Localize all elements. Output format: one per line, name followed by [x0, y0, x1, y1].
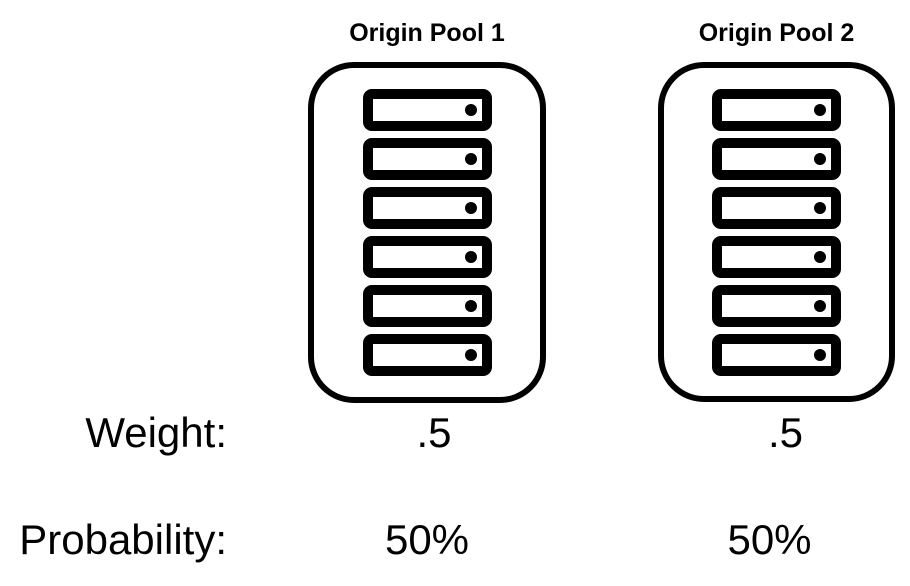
probability-value-pool-2: 50% [727, 516, 812, 563]
server-icon [362, 138, 492, 180]
server-led-dot-icon [814, 250, 826, 263]
origin-pool-1-box [308, 62, 546, 403]
server-led-dot-icon [814, 103, 826, 116]
server-led-dot-icon [814, 152, 826, 165]
server-icon [362, 89, 492, 131]
server-icon [362, 236, 492, 278]
server-led-dot-icon [814, 299, 826, 312]
server-icon [712, 284, 841, 327]
server-icon [362, 285, 492, 327]
server-led-dot-icon [464, 153, 477, 165]
server-icon [362, 334, 492, 376]
server-icon [712, 137, 841, 180]
server-icon [712, 88, 841, 131]
server-icon [712, 235, 841, 278]
server-led-dot-icon [464, 104, 477, 116]
origin-pool-2-title: Origin Pool 2 [698, 19, 855, 47]
weight-row-label: Weight: [85, 409, 227, 456]
server-icon [712, 333, 841, 376]
server-icon [712, 186, 841, 229]
origin-pool-2-box [658, 62, 895, 402]
server-led-dot-icon [464, 251, 477, 263]
weight-value-pool-2: .5 [767, 409, 804, 456]
server-led-dot-icon [464, 349, 477, 361]
probability-row-label: Probability: [19, 516, 227, 563]
probability-value-pool-1: 50% [384, 516, 470, 563]
weight-value-pool-1: .5 [416, 409, 452, 456]
server-led-dot-icon [464, 202, 477, 214]
origin-pool-1-title: Origin Pool 1 [349, 19, 505, 47]
server-icon [362, 187, 492, 229]
server-led-dot-icon [814, 348, 826, 361]
server-led-dot-icon [814, 201, 826, 214]
server-led-dot-icon [464, 300, 477, 312]
